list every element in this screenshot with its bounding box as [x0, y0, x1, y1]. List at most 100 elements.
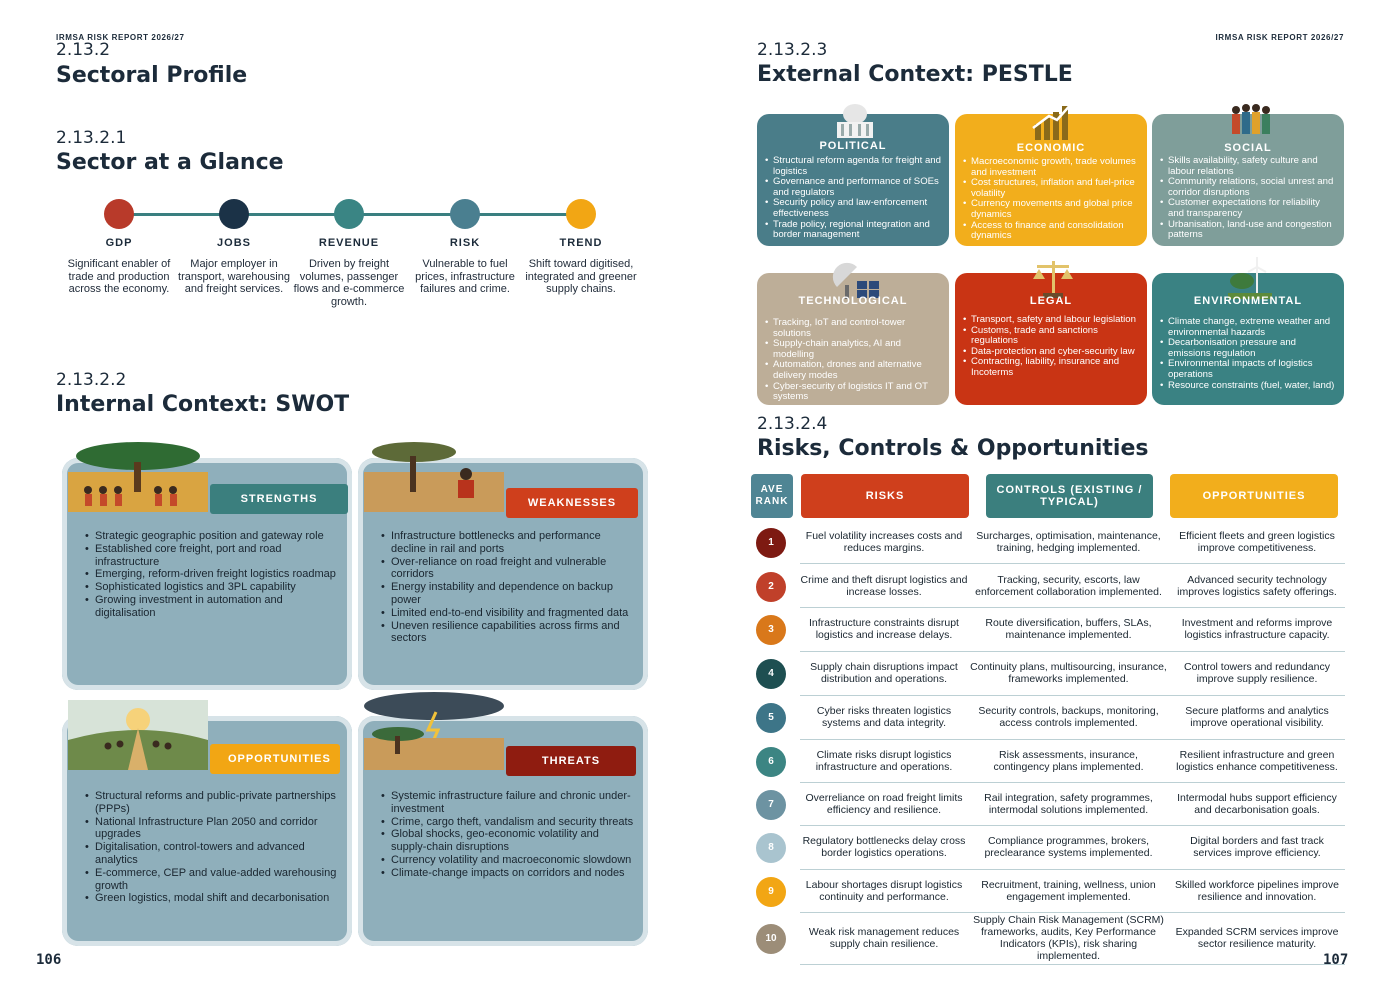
- glance-description: Major employer in transport, warehousing…: [178, 258, 290, 295]
- list-item: Climate change, extreme weather and envi…: [1160, 316, 1338, 338]
- section-number-pestle: 2.13.2.3: [757, 40, 828, 60]
- section-number-risks: 2.13.2.4: [757, 414, 828, 434]
- glance-label: GDP: [105, 237, 133, 249]
- glance-description: Shift toward digitised, integrated and g…: [525, 258, 637, 295]
- strengths-list: Strategic geographic position and gatewa…: [84, 530, 340, 620]
- swot-tag-threats: THREATS: [506, 746, 636, 776]
- list-item: Access to finance and consolidation dyna…: [963, 220, 1141, 242]
- control-cell: Continuity plans, multisourcing, insuran…: [970, 661, 1167, 685]
- opportunity-cell: Expanded SCRM services improve sector re…: [1175, 926, 1339, 950]
- control-cell: Recruitment, training, wellness, union e…: [981, 878, 1156, 903]
- risk-cell: Weak risk management reduces supply chai…: [808, 926, 960, 950]
- list-item: Systemic infrastructure failure and chro…: [380, 790, 636, 816]
- rank-badge: 4: [756, 659, 786, 689]
- list-item: Green logistics, modal shift and decarbo…: [84, 892, 340, 905]
- list-item: Structural reforms and public-private pa…: [84, 790, 340, 816]
- pestle-environmental: ENVIRONMENTAL Climate change, extreme we…: [1152, 257, 1344, 405]
- list-item: Macroeconomic growth, trade volumes and …: [963, 156, 1141, 178]
- glance-label: RISK: [449, 237, 481, 249]
- list-item: Customer expectations for reliability an…: [1160, 198, 1338, 219]
- list-item: Global shocks, geo-economic volatility a…: [380, 828, 636, 854]
- swot-tag-opportunities: OPPORTUNITIES: [210, 744, 340, 774]
- pestle-technological: TECHNOLOGICAL Tracking, IoT and control-…: [757, 262, 949, 405]
- opportunity-cell: Intermodal hubs support efficiency and d…: [1177, 791, 1337, 816]
- section-title-risks: Risks, Controls & Opportunities: [757, 436, 1149, 461]
- glance-dot: [450, 199, 480, 229]
- list-item: Currency movements and global price dyna…: [963, 199, 1141, 220]
- list-item: Sophisticated logistics and 3PL capabili…: [84, 581, 340, 594]
- rank-badge: 3: [756, 615, 786, 645]
- table-header-risks: RISKS: [801, 474, 969, 518]
- risk-cell: Climate risks disrupt logistics infrastr…: [815, 748, 953, 773]
- rank-badge: 6: [756, 746, 786, 777]
- risk-cell: Regulatory bottlenecks delay cross borde…: [802, 835, 966, 859]
- threats-list: Systemic infrastructure failure and chro…: [380, 790, 636, 880]
- wind-turbine-icon: [1228, 257, 1272, 299]
- glance-description: Driven by freight volumes, passenger flo…: [293, 258, 405, 308]
- list-item: Growing investment in automation and dig…: [84, 594, 340, 620]
- list-item: Currency volatility and macroeconomic sl…: [380, 854, 636, 867]
- opportunity-cell: Digital borders and fast track services …: [1190, 835, 1324, 859]
- list-item: Infrastructure bottlenecks and performan…: [380, 530, 636, 556]
- list-item: Skills availability, safety culture and …: [1160, 155, 1338, 177]
- section-number-glance: 2.13.2.1: [56, 128, 127, 148]
- list-item: Community relations, social unrest and c…: [1160, 176, 1338, 198]
- sunrise-path-illustration: [68, 700, 208, 770]
- glance-item: TREND Shift toward digitised, integrated…: [521, 199, 641, 296]
- risk-cell: Supply chain disruptions impact distribu…: [810, 661, 958, 685]
- glance-label: JOBS: [217, 237, 251, 249]
- growth-chart-icon: [1032, 101, 1074, 140]
- list-item: E-commerce, CEP and value-added warehous…: [84, 867, 340, 893]
- glance-dot: [104, 199, 134, 229]
- table-row: 4 Supply chain disruptions impact distrib…: [756, 652, 1345, 696]
- report-header-right: IRMSA RISK REPORT 2026/27: [1215, 33, 1344, 42]
- pestle-list: Climate change, extreme weather and envi…: [1160, 316, 1338, 392]
- list-item: Automation, drones and alternative deliv…: [765, 360, 943, 381]
- list-item: Energy instability and dependence on bac…: [380, 581, 636, 607]
- capitol-icon: [837, 104, 873, 138]
- swot-threats: THREATS Systemic infrastructure failure …: [358, 692, 648, 946]
- section-title-swot: Internal Context: SWOT: [56, 392, 350, 417]
- table-header-controls: CONTROLS (EXISTING / TYPICAL): [986, 474, 1153, 518]
- list-item: Resource constraints (fuel, water, land): [1160, 380, 1338, 392]
- list-item: Tracking, IoT and control-tower solution…: [765, 317, 943, 339]
- pestle-legal: LEGAL Transport, safety and labour legis…: [955, 261, 1147, 405]
- control-cell: Tracking, security, escorts, law enforce…: [975, 573, 1162, 598]
- control-cell: Risk assessments, insurance, contingency…: [993, 748, 1144, 773]
- opportunity-cell: Secure platforms and analytics improve o…: [1185, 705, 1329, 729]
- list-item: Established core freight, port and road …: [84, 543, 340, 569]
- rank-badge: 2: [756, 571, 786, 602]
- glance-item: RISK Vulnerable to fuel prices, infrastr…: [405, 199, 525, 296]
- section-title-glance: Sector at a Glance: [56, 150, 284, 175]
- list-item: Customs, trade and sanctions regulations: [963, 325, 1141, 347]
- list-item: Security policy and law-enforcement effe…: [765, 198, 943, 219]
- pestle-title: ECONOMIC: [1016, 142, 1086, 154]
- rank-badge: 7: [756, 789, 786, 820]
- list-item: Data-protection and cyber-security law: [963, 346, 1141, 358]
- list-item: Cost structures, inflation and fuel-pric…: [963, 177, 1141, 199]
- list-item: Limited end-to-end visibility and fragme…: [380, 607, 636, 620]
- pestle-list: Macroeconomic growth, trade volumes and …: [963, 156, 1141, 242]
- glance-item: GDP Significant enabler of trade and pro…: [59, 199, 179, 296]
- pestle-social: SOCIAL Skills availability, safety cultu…: [1152, 104, 1344, 246]
- glance-label: TREND: [559, 237, 603, 249]
- drought-tree-illustration: [364, 442, 504, 512]
- control-cell: Route diversification, buffers, SLAs, ma…: [985, 617, 1152, 641]
- list-item: Cyber-security of logistics IT and OT sy…: [765, 381, 943, 403]
- list-item: Emerging, reform-driven freight logistic…: [84, 568, 340, 581]
- control-cell: Rail integration, safety programmes, int…: [984, 791, 1153, 816]
- swot-weaknesses: WEAKNESSES Infrastructure bottlenecks an…: [358, 442, 648, 690]
- glance-description: Significant enabler of trade and product…: [67, 258, 171, 295]
- list-item: Strategic geographic position and gatewa…: [84, 530, 340, 543]
- glance-dot: [219, 199, 249, 229]
- list-item: Transport, safety and labour legislation: [963, 314, 1141, 326]
- list-item: Uneven resilience capabilities across fi…: [380, 620, 636, 646]
- glance-label: REVENUE: [318, 237, 380, 249]
- section-title-pestle: External Context: PESTLE: [757, 62, 1073, 87]
- opportunity-cell: Control towers and redundancy improve su…: [1184, 661, 1330, 685]
- control-cell: Supply Chain Risk Management (SCRM) fram…: [973, 914, 1164, 962]
- glance-dot: [566, 199, 596, 229]
- swot-opportunities: OPPORTUNITIES Structural reforms and pub…: [62, 700, 352, 946]
